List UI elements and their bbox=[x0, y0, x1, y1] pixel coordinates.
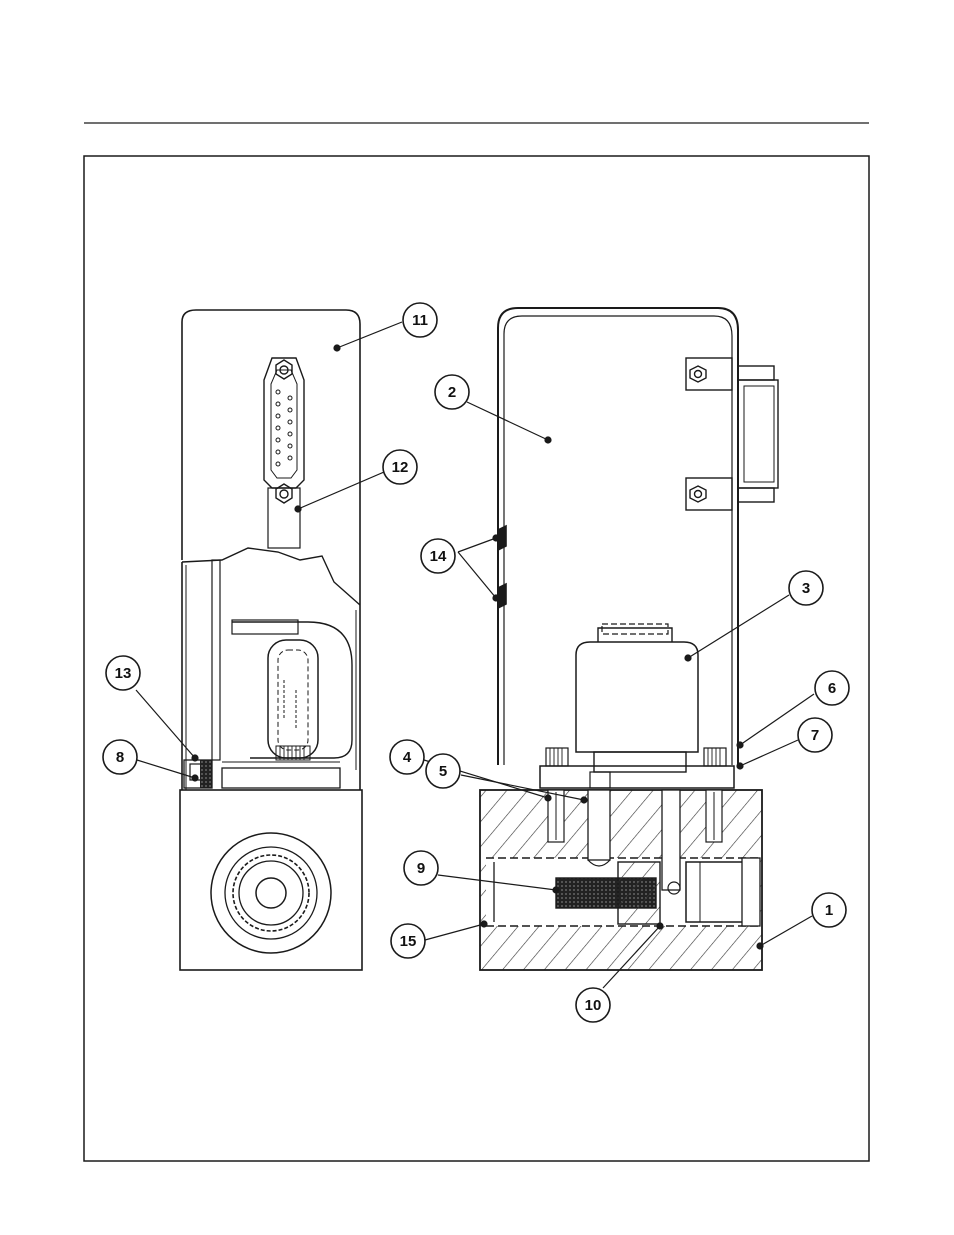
figure-frame bbox=[84, 156, 869, 1161]
left-side-view bbox=[180, 310, 362, 970]
callout-10: 10 bbox=[576, 988, 610, 1022]
callout-14: 14 bbox=[421, 539, 455, 573]
callout-13-label: 13 bbox=[115, 665, 132, 682]
callout-6-label: 6 bbox=[828, 680, 836, 697]
callout-2-label: 2 bbox=[448, 384, 456, 401]
callout-12: 12 bbox=[383, 450, 417, 484]
callout-9-label: 9 bbox=[417, 860, 425, 877]
callout-5: 5 bbox=[426, 754, 460, 788]
callout-4: 4 bbox=[390, 740, 424, 774]
callout-11-label: 11 bbox=[412, 312, 428, 329]
callout-3: 3 bbox=[789, 571, 823, 605]
callout-7-label: 7 bbox=[811, 727, 819, 744]
callout-10-label: 10 bbox=[585, 997, 602, 1014]
callout-2: 2 bbox=[435, 375, 469, 409]
callout-6: 6 bbox=[815, 671, 849, 705]
callout-15-label: 15 bbox=[400, 933, 417, 950]
callout-14-label: 14 bbox=[430, 548, 447, 565]
callout-9: 9 bbox=[404, 851, 438, 885]
callout-1: 1 bbox=[812, 893, 846, 927]
callout-1-label: 1 bbox=[825, 902, 833, 919]
callout-5-label: 5 bbox=[439, 763, 447, 780]
callout-12-label: 12 bbox=[392, 459, 409, 476]
callout-3-label: 3 bbox=[802, 580, 810, 597]
right-cover-outline bbox=[498, 308, 738, 765]
left-body-block bbox=[180, 790, 362, 970]
callout-8-label: 8 bbox=[116, 749, 124, 766]
db-connector bbox=[264, 358, 304, 548]
cutaway-edge bbox=[182, 548, 360, 605]
callout-11: 11 bbox=[403, 303, 437, 337]
callout-13: 13 bbox=[106, 656, 140, 690]
callout-8: 8 bbox=[103, 740, 137, 774]
callout-7: 7 bbox=[798, 718, 832, 752]
callout-15: 15 bbox=[391, 924, 425, 958]
right-section-view bbox=[480, 308, 778, 970]
callout-4-label: 4 bbox=[403, 749, 412, 766]
